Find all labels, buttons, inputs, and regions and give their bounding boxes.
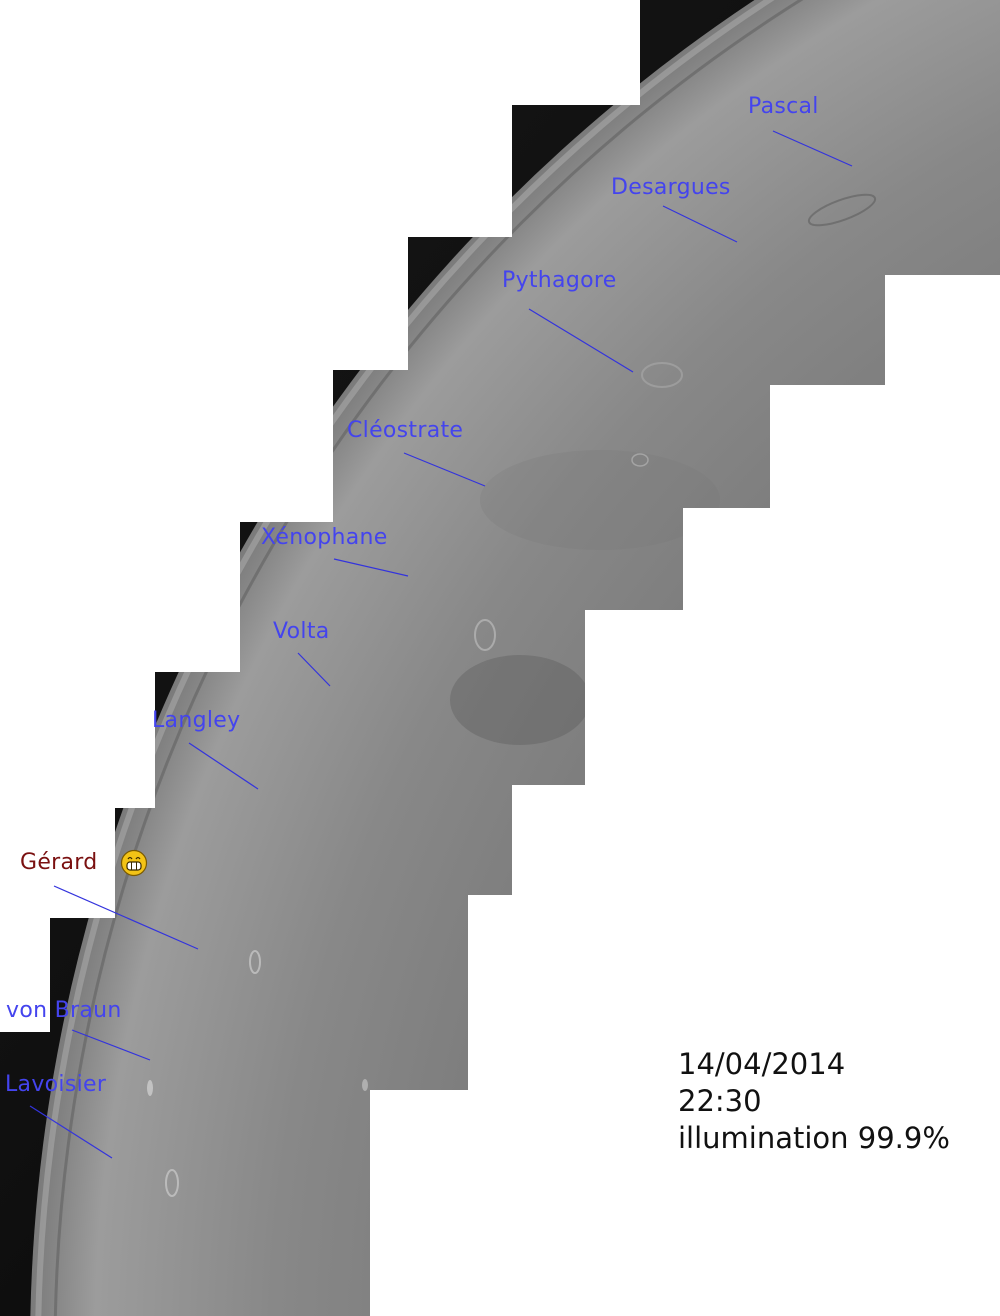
label-xenophane: Xénophane <box>261 525 388 550</box>
observation-time: 22:30 <box>678 1084 762 1118</box>
label-gerard: Gérard <box>20 850 98 875</box>
label-pythagore: Pythagore <box>502 268 617 293</box>
crater <box>474 619 496 651</box>
label-cleostrate: Cléostrate <box>347 418 464 443</box>
label-desargues: Desargues <box>611 175 731 200</box>
label-pascal: Pascal <box>748 94 819 119</box>
label-von-braun: von Braun <box>6 998 122 1023</box>
observation-info: 14/04/2014 22:30 illumination 99.9% <box>678 1046 950 1157</box>
label-volta: Volta <box>273 619 330 644</box>
leader-lines <box>29 130 853 1159</box>
observation-date: 14/04/2014 <box>678 1047 846 1081</box>
illumination-percent: illumination 99.9% <box>678 1121 950 1155</box>
label-langley: Langley <box>152 708 241 733</box>
grinning-smiley-icon <box>120 849 148 877</box>
label-lavoisier: Lavoisier <box>5 1072 107 1097</box>
